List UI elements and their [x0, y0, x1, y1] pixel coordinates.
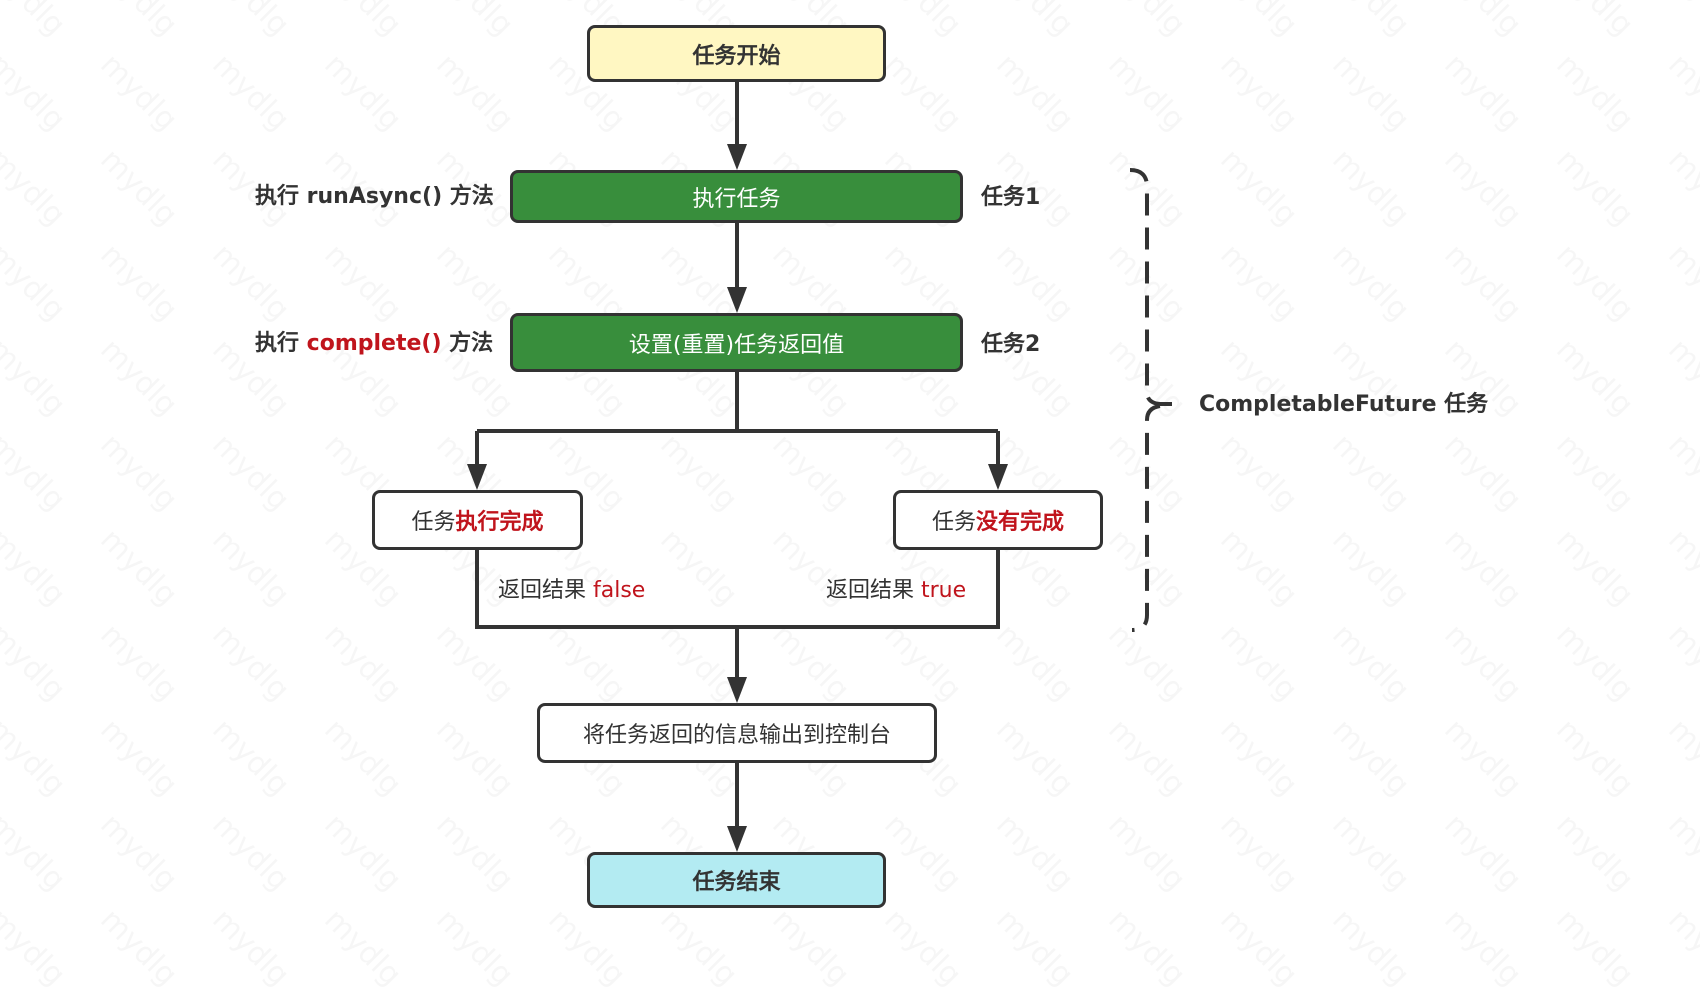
run-async-prefix: 执行 — [255, 184, 307, 209]
run-task-label: 执行任务 — [692, 186, 781, 212]
complete-label: 执行 complete() 方法 — [255, 333, 493, 355]
set-value-label: 设置(重置)任务返回值 — [628, 332, 845, 358]
end-node-label: 任务结束 — [692, 870, 781, 895]
done-branch-node[interactable]: 任务执行完成 — [372, 490, 583, 550]
start-node-label: 任务开始 — [692, 43, 781, 69]
arrowhead-icon — [727, 826, 747, 852]
arrowhead-icon — [988, 464, 1008, 490]
arrowhead-icon — [727, 287, 747, 313]
group-label: CompletableFuture 任务 — [1199, 392, 1489, 417]
run-async-method: runAsync() — [306, 184, 443, 209]
not-done-branch-prefix: 任务 — [931, 510, 976, 535]
not-done-branch-highlight: 没有完成 — [976, 510, 1065, 535]
run-async-label: 执行 runAsync() 方法 — [255, 186, 494, 208]
run-async-suffix: 方法 — [442, 184, 494, 209]
task2-label: 任务2 — [981, 332, 1041, 357]
not-done-branch-node[interactable]: 任务没有完成 — [893, 490, 1103, 550]
complete-prefix: 执行 — [255, 331, 307, 356]
false-result-label: 返回结果 false — [498, 580, 645, 602]
end-node[interactable]: 任务结束 — [587, 852, 886, 908]
start-node[interactable]: 任务开始 — [587, 25, 886, 82]
true-result-prefix: 返回结果 — [826, 578, 921, 603]
output-node-label: 将任务返回的信息输出到控制台 — [582, 723, 891, 748]
output-node[interactable]: 将任务返回的信息输出到控制台 — [537, 703, 937, 763]
complete-suffix: 方法 — [441, 331, 494, 356]
task1-label: 任务1 — [981, 185, 1041, 210]
run-task-node[interactable]: 执行任务 — [510, 170, 963, 223]
true-result-value: true — [921, 578, 967, 603]
set-value-node[interactable]: 设置(重置)任务返回值 — [510, 313, 963, 372]
false-result-prefix: 返回结果 — [498, 578, 593, 603]
arrowhead-icon — [467, 464, 487, 490]
arrowhead-icon — [727, 677, 747, 703]
done-branch-highlight: 执行完成 — [455, 510, 544, 535]
flow-connectors — [467, 82, 1172, 852]
group-brace — [1129, 168, 1161, 632]
done-branch-prefix: 任务 — [411, 510, 456, 535]
complete-method: complete() — [306, 331, 442, 356]
false-result-value: false — [593, 578, 646, 603]
arrowhead-icon — [727, 144, 747, 170]
true-result-label: 返回结果 true — [826, 580, 966, 602]
